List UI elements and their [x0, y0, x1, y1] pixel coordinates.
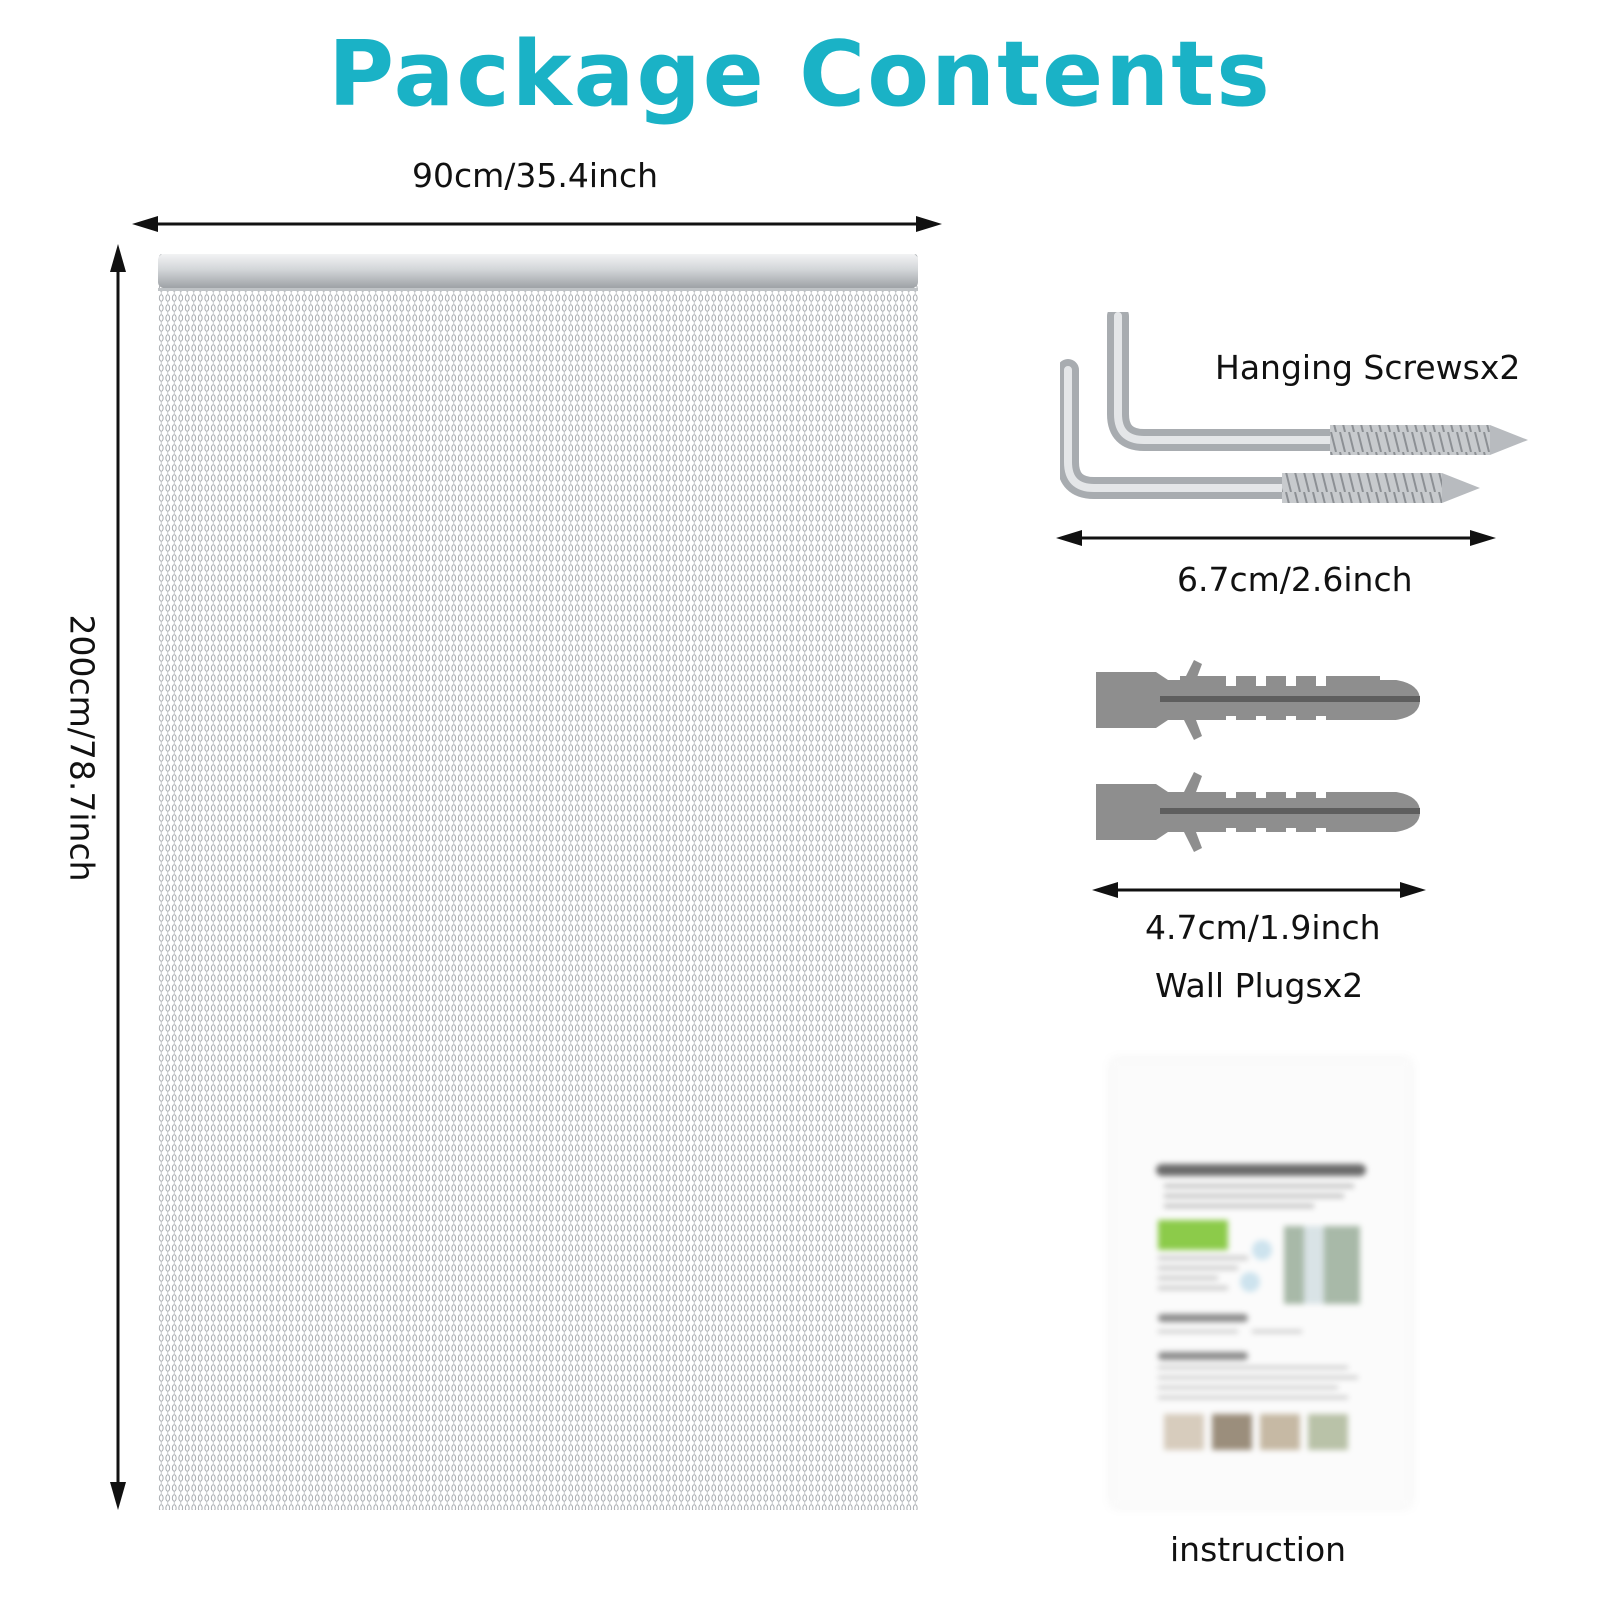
plugs-dimension-arrow-icon — [1092, 882, 1426, 898]
l-hook-screw-icon — [1060, 312, 1528, 503]
hanging-screws-label: Hanging Screwsx2 — [1215, 348, 1521, 387]
chain-curtain-image — [158, 254, 918, 1510]
screws-dimension-label: 6.7cm/2.6inch — [1177, 560, 1413, 599]
wall-plugs-label: Wall Plugsx2 — [1155, 966, 1364, 1005]
wall-plug-icon — [1096, 660, 1420, 852]
height-arrow-icon — [110, 244, 126, 1510]
instruction-label: instruction — [1170, 1530, 1347, 1569]
screws-dimension-arrow-icon — [1056, 530, 1496, 546]
curtain-width-label: 90cm/35.4inch — [412, 156, 659, 195]
plugs-dimension-label: 4.7cm/1.9inch — [1145, 908, 1381, 947]
width-arrow-icon — [132, 216, 942, 232]
page-title: Package Contents — [328, 22, 1272, 127]
curtain-height-label: 200cm/78.7inch — [62, 614, 102, 882]
instruction-sheet-image — [1112, 1060, 1410, 1506]
